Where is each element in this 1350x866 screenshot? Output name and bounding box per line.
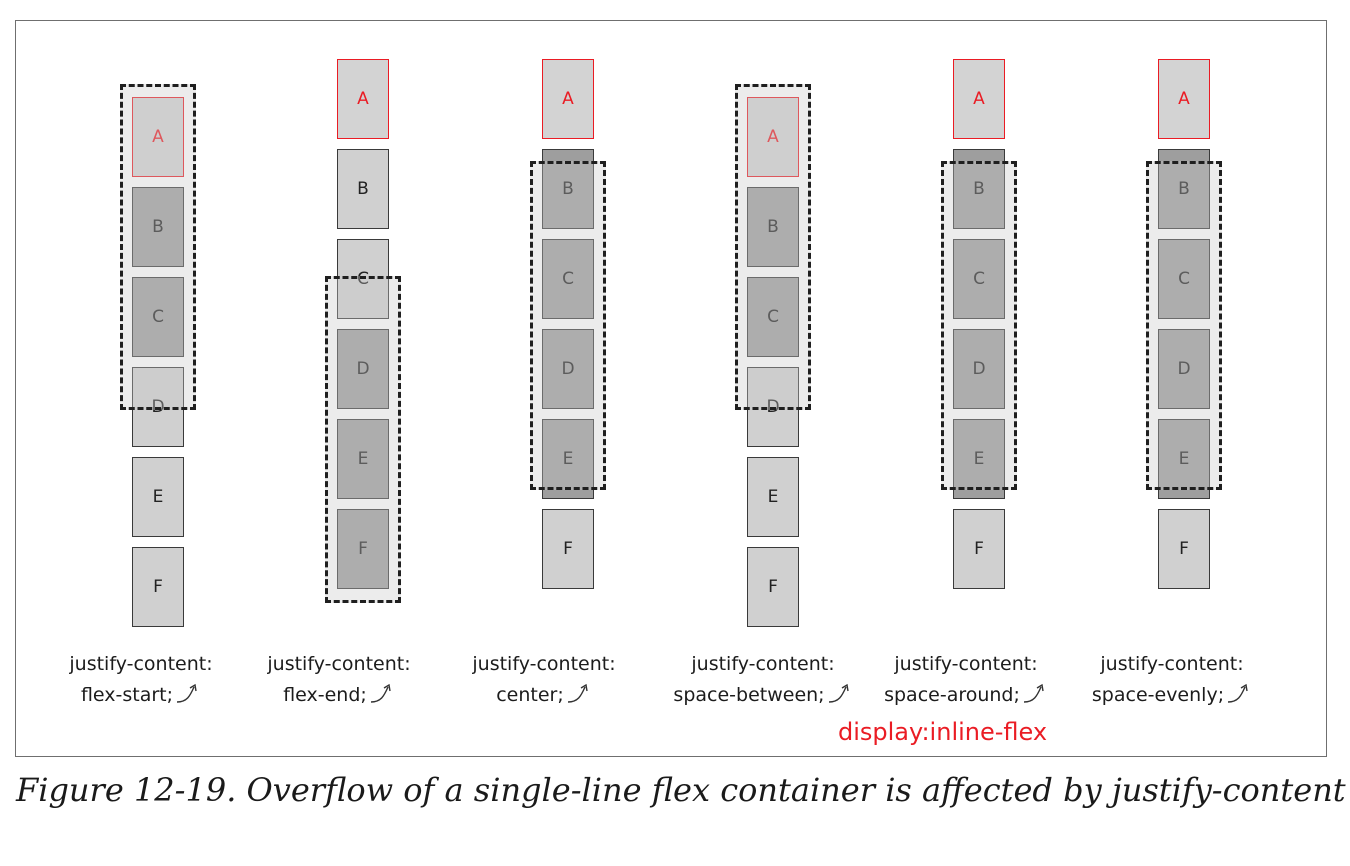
caption-value: center;: [496, 684, 564, 706]
caption-line-2: space-between;: [653, 680, 873, 711]
caption-line-1: justify-content:: [472, 653, 616, 675]
flex-item-e: E: [132, 457, 184, 537]
flex-item-d: D: [337, 329, 389, 409]
flex-item-e: E: [1158, 419, 1210, 499]
flex-item-e: E: [337, 419, 389, 499]
flex-item-b: B: [132, 187, 184, 267]
flex-item-c: C: [1158, 239, 1210, 319]
flex-item-f: F: [542, 509, 594, 589]
figure-caption-text: Figure 12-19. Overflow of a single-line …: [16, 771, 1346, 809]
flex-item-a: A: [132, 97, 184, 177]
caption-line-2: flex-start;: [31, 680, 251, 711]
figure-frame: A B C D E F A B C D E F A B C D E F A B …: [15, 20, 1327, 757]
figure-caption: Figure 12-19. Overflow of a single-line …: [16, 771, 1346, 809]
flex-item-f: F: [337, 509, 389, 589]
caption-line-2: flex-end;: [229, 680, 449, 711]
flex-item-a: A: [953, 59, 1005, 139]
line-continuation-icon: [370, 683, 391, 703]
flex-item-f: F: [132, 547, 184, 627]
flex-item-c: C: [132, 277, 184, 357]
caption-space-around: justify-content: space-around;: [856, 649, 1076, 711]
caption-flex-end: justify-content: flex-end;: [229, 649, 449, 711]
caption-center: justify-content: center;: [434, 649, 654, 711]
flex-container-outline: [530, 161, 606, 490]
flex-item-d: D: [542, 329, 594, 409]
flex-item-b: B: [747, 187, 799, 267]
caption-line-1: justify-content:: [267, 653, 411, 675]
caption-space-evenly: justify-content: space-evenly;: [1062, 649, 1282, 711]
flex-container-outline: [120, 84, 196, 410]
flex-container-outline: [735, 84, 811, 410]
flex-item-f: F: [953, 509, 1005, 589]
caption-line-2: space-around;: [856, 680, 1076, 711]
flex-item-c: C: [337, 239, 389, 319]
line-continuation-icon: [1023, 683, 1044, 703]
flex-item-b: B: [337, 149, 389, 229]
caption-flex-start: justify-content: flex-start;: [31, 649, 251, 711]
caption-value: space-between;: [673, 684, 825, 706]
flex-item-e: E: [747, 457, 799, 537]
flex-item-e: E: [953, 419, 1005, 499]
line-continuation-icon: [177, 683, 197, 703]
caption-line-1: justify-content:: [691, 653, 835, 675]
line-continuation-icon: [1228, 683, 1248, 703]
flex-item-a: A: [747, 97, 799, 177]
caption-value: flex-start;: [80, 684, 174, 706]
line-continuation-icon: [567, 683, 588, 703]
caption-value: space-evenly;: [1091, 684, 1225, 706]
flex-item-a: A: [1158, 59, 1210, 139]
flex-item-a: A: [542, 59, 594, 139]
flex-container-outline: [941, 161, 1017, 490]
flex-item-e: E: [542, 419, 594, 499]
flex-container-outline: [1146, 161, 1222, 490]
flex-item-d: D: [1158, 329, 1210, 409]
flex-container-outline: [325, 276, 401, 603]
flex-item-d: D: [953, 329, 1005, 409]
caption-line-1: justify-content:: [1100, 653, 1244, 675]
caption-line-1: justify-content:: [894, 653, 1038, 675]
flex-item-a: A: [337, 59, 389, 139]
line-continuation-icon: [828, 683, 849, 703]
display-inline-flex-note: display:inline-flex: [838, 718, 1048, 746]
caption-space-between: justify-content: space-between;: [653, 649, 873, 711]
caption-value: flex-end;: [283, 684, 367, 706]
flex-item-c: C: [953, 239, 1005, 319]
caption-line-2: center;: [434, 680, 654, 711]
caption-line-2: space-evenly;: [1062, 680, 1282, 711]
flex-item-c: C: [542, 239, 594, 319]
flex-item-f: F: [747, 547, 799, 627]
caption-line-1: justify-content:: [69, 653, 213, 675]
flex-item-f: F: [1158, 509, 1210, 589]
caption-value: space-around;: [884, 684, 1020, 706]
flex-item-c: C: [747, 277, 799, 357]
